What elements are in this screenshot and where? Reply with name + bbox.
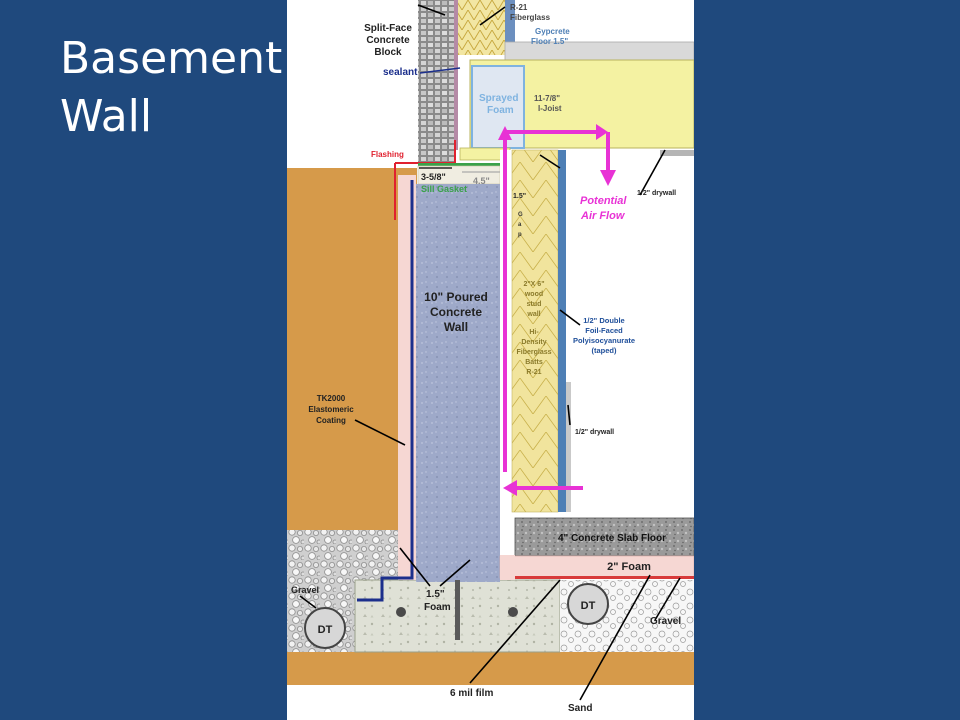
slide-title-line2: Wall	[60, 91, 153, 142]
sill-gasket-label: Sill Gasket	[421, 184, 467, 194]
interior-drywall	[566, 382, 571, 512]
slab-label: 4" Concrete Slab Floor	[558, 533, 666, 544]
tk2000-line1: TK2000	[317, 394, 346, 403]
rebar-pin	[455, 580, 460, 640]
air-flow-arrowhead-down	[600, 170, 616, 186]
label-block: Split-Face Concrete Block	[364, 23, 412, 58]
dim-45-label: 4.5"	[473, 176, 490, 186]
ijoist-line1: 11-7/8"	[534, 94, 560, 103]
slide-title: Basement Wall	[60, 30, 283, 146]
foam-15-strip	[500, 555, 515, 580]
drywall-bottom-label: 1/2" drywall	[575, 429, 614, 436]
foam-2-label: 2" Foam	[607, 561, 651, 573]
air-flow-arrowhead-up	[596, 124, 608, 140]
sprayed-line2: Foam	[487, 105, 514, 116]
sprayed-foam	[471, 65, 525, 149]
leader-lines	[299, 4, 681, 701]
air-flow-line2: Air Flow	[580, 210, 626, 222]
dt-right-label: DT	[581, 600, 596, 612]
under-slab-foam	[499, 555, 694, 579]
tk2000-line2: Elastomeric	[308, 405, 354, 414]
film-label: 6 mil film	[450, 688, 493, 699]
polyiso-board	[558, 150, 566, 512]
dt-left-label: DT	[318, 624, 333, 636]
sand-label: Sand	[568, 703, 592, 714]
air-flow-inlet-arrowhead	[503, 480, 517, 496]
batts-line1: Hi-	[529, 329, 539, 336]
gap-letter-p: p	[518, 232, 522, 238]
drywall-top-label: 1/2" drywall	[637, 190, 676, 197]
poured-line3: Wall	[444, 320, 468, 334]
ceiling-drywall-top	[660, 150, 694, 156]
gap-letter-a: a	[518, 222, 522, 228]
sprayed-line1: Sprayed	[479, 93, 518, 104]
slide-title-line1: Basement	[60, 33, 283, 84]
polyiso-line3: Polyisocyanurate	[573, 336, 635, 345]
poured-line1: 10" Poured	[424, 290, 488, 304]
basement-wall-diagram: DT DT Split-Face Concrete Block sealant …	[287, 0, 694, 720]
foam-15-line1: 1.5"	[426, 589, 445, 600]
split-face-block	[418, 0, 454, 168]
foam-15-line2: Foam	[424, 602, 451, 613]
gap-dim-label: 1.5"	[513, 193, 526, 200]
poured-concrete-wall	[416, 184, 500, 582]
upper-sheathing	[454, 0, 458, 150]
ground-base	[287, 685, 694, 720]
batts-line3: Fiberglass	[516, 349, 551, 356]
poured-line2: Concrete	[430, 305, 482, 319]
gravel-right-label: Gravel	[650, 616, 681, 627]
tk2000-line3: Coating	[316, 416, 346, 425]
dim-358-label: 3-5/8"	[421, 172, 446, 182]
flashing-label: Flashing	[371, 150, 404, 159]
block-line3: Block	[374, 47, 402, 58]
ijoist-line2: I-Joist	[538, 104, 562, 113]
drain-tile-right	[567, 583, 609, 625]
gypcrete-line2: Floor 1.5"	[531, 37, 568, 46]
block-line2: Concrete	[366, 35, 410, 46]
r21-line1: R-21	[510, 3, 528, 12]
soil-bottom	[287, 650, 694, 685]
stud-wall-batts	[511, 149, 559, 513]
tk2000-coating-line	[357, 180, 414, 602]
sealant-label: sealant	[383, 67, 418, 78]
batts-line5: R-21	[526, 369, 541, 376]
gap-letter-g: G	[518, 212, 523, 218]
batts-line4: Batts	[525, 359, 543, 366]
sill-gasket	[418, 163, 500, 166]
stud-line1: 2"X 6"	[523, 281, 544, 288]
polyiso-line2: Foil-Faced	[585, 326, 623, 335]
drain-tile-left	[304, 607, 346, 649]
stud-line3: stud	[527, 301, 542, 308]
rebar-dot-right	[508, 607, 518, 617]
batts-line2: Density	[521, 339, 546, 346]
sealant-leader	[419, 67, 461, 74]
block-line1: Split-Face	[364, 23, 412, 34]
polyiso-line1: 1/2" Double	[583, 316, 624, 325]
stud-line2: wood	[524, 291, 543, 298]
vapor-film	[500, 576, 694, 579]
air-flow-top-arrowhead	[498, 126, 512, 140]
upper-fiberglass	[457, 0, 505, 55]
air-flow-line1: Potential	[580, 195, 627, 207]
upper-interior-wall	[505, 0, 515, 58]
polyiso-line4: (taped)	[592, 346, 618, 355]
gravel-left-label: Gravel	[291, 585, 319, 595]
stud-line4: wall	[526, 311, 540, 318]
r21-line2: Fiberglass	[510, 13, 551, 22]
concrete-slab	[514, 517, 694, 557]
rebar-dot-left	[396, 607, 406, 617]
gypcrete-line1: Gypcrete	[535, 27, 570, 36]
